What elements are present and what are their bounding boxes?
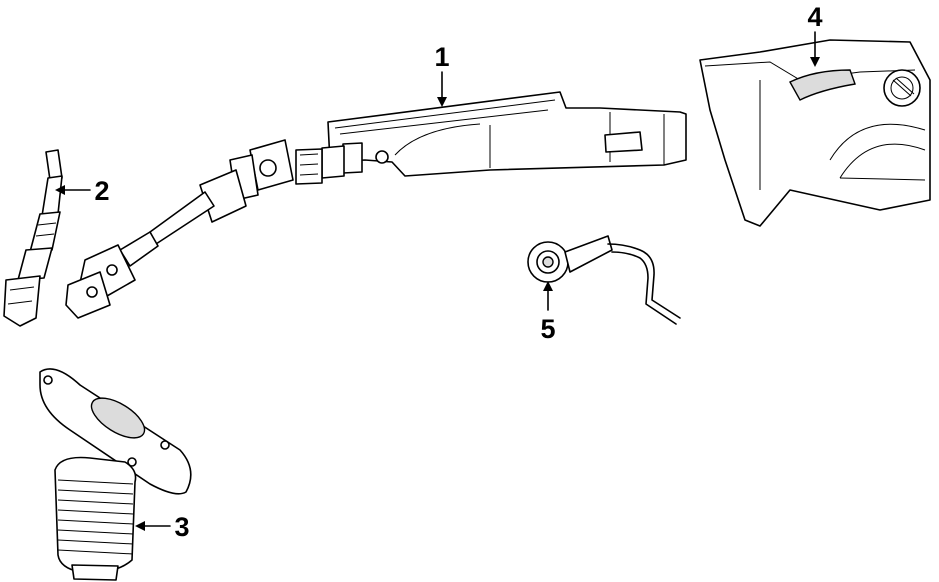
callout-label-5: 5 [540, 314, 555, 344]
callout-label-1: 1 [434, 42, 449, 72]
callout-label-3: 3 [174, 512, 189, 542]
sensor-with-lead-part [527, 235, 681, 325]
callout-label-4: 4 [807, 2, 822, 32]
boot-seal-part [39, 368, 192, 581]
steering-column-assembly [65, 91, 687, 319]
shaft-sensor-part [3, 149, 63, 327]
callout-label-2: 2 [94, 176, 109, 206]
column-shroud-part [699, 39, 931, 227]
